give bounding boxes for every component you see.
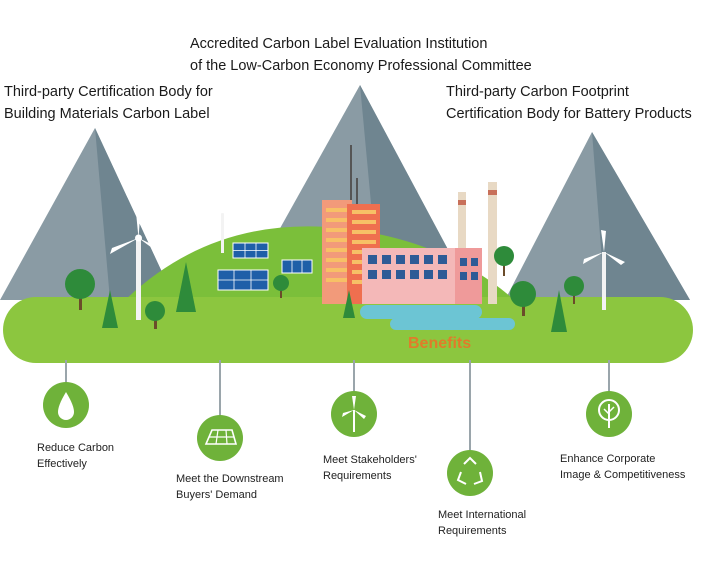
wind-turbine-icon (331, 391, 377, 437)
benefit-label-5: Enhance Corporate Image & Competitivenes… (560, 452, 685, 483)
benefit-label-4: Meet International Requirements (438, 508, 526, 539)
solar-panel-icon (197, 415, 243, 461)
mountain-left-shade (95, 128, 175, 300)
benefit-5-line1: Enhance Corporate (560, 453, 656, 465)
water-pond (360, 305, 515, 330)
wind-turbine-small (207, 196, 240, 253)
benefit-3-line2: Requirements (323, 469, 392, 482)
benefits-title: Benefits (408, 335, 472, 352)
droplet-icon (43, 382, 89, 428)
tree-icon (586, 391, 632, 437)
benefit-connectors (65, 360, 610, 450)
benefit-label-2: Meet the Downstream Buyers' Demand (176, 472, 284, 503)
benefit-1-line1: Reduce Carbon (37, 442, 115, 454)
heading-center-line2: of the Low-Carbon Economy Professional C… (190, 58, 532, 74)
heading-center-line1: Accredited Carbon Label Evaluation Insti… (190, 36, 488, 52)
benefit-4-line1: Meet International (438, 509, 527, 521)
ground-band (3, 297, 693, 363)
benefit-label-3: Meet Stakeholders' Requirements (323, 453, 417, 484)
benefit-1-line2: Effectively (37, 457, 87, 470)
benefit-2-line1: Meet the Downstream (176, 473, 284, 485)
trees (65, 246, 584, 332)
heading-right: Third-party Carbon Footprint Certificati… (446, 81, 692, 125)
benefit-2-line2: Buyers' Demand (176, 488, 257, 501)
mountain-right-shade (592, 132, 690, 300)
wind-turbine-large (110, 202, 168, 320)
heading-left-line2: Building Materials Carbon Label (4, 106, 210, 122)
wind-turbine-right (583, 230, 625, 310)
factory (362, 182, 497, 304)
benefit-3-line1: Meet Stakeholders' (323, 454, 417, 466)
heading-left: Third-party Certification Body for Build… (4, 81, 213, 125)
heading-left-line1: Third-party Certification Body for (4, 84, 213, 100)
recycle-icon (447, 450, 493, 496)
heading-right-line2: Certification Body for Battery Products (446, 106, 692, 122)
heading-right-line1: Third-party Carbon Footprint (446, 84, 629, 100)
benefit-4-line2: Requirements (438, 524, 507, 537)
benefit-label-1: Reduce Carbon Effectively (37, 441, 114, 472)
heading-center: Accredited Carbon Label Evaluation Insti… (190, 33, 532, 77)
benefit-5-line2: Image & Competitiveness (560, 468, 686, 481)
solar-panels (217, 242, 313, 291)
